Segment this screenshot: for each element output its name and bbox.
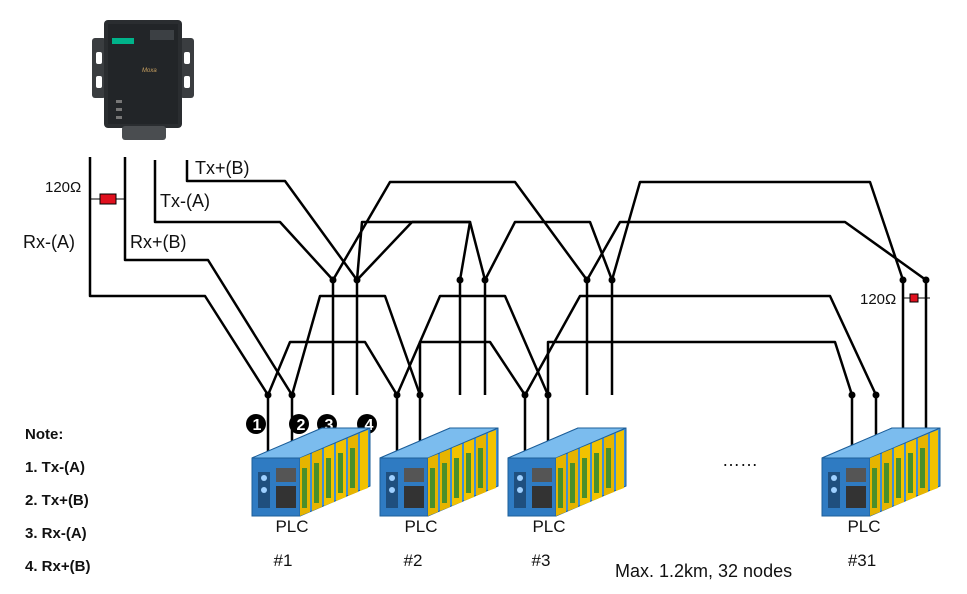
plc-label-2: PLC (404, 517, 437, 536)
junction-dots (264, 276, 930, 399)
plc-label-1: PLC (275, 517, 308, 536)
plc-number-2: #2 (404, 551, 423, 570)
caption: Max. 1.2km, 32 nodes (615, 561, 792, 581)
note-item-4: 4. Rx+(B) (25, 558, 90, 575)
wire-tx-plus (185, 160, 359, 281)
label-resistor-start: 120Ω (45, 179, 81, 196)
resistor-start (90, 193, 125, 205)
pin-marker-1: 1 (253, 417, 262, 434)
plc-number-3: #3 (532, 551, 551, 570)
label-resistor-end: 120Ω (860, 291, 896, 308)
pin-marker-3: 3 (325, 417, 334, 434)
wire-tx-minus (153, 160, 334, 281)
note-item-2: 2. Tx+(B) (25, 492, 89, 509)
nodes-ellipsis: …… (722, 450, 758, 470)
note-item-3: 3. Rx-(A) (25, 525, 87, 542)
svg-text:Moxa: Moxa (142, 68, 157, 74)
wire-rx-plus (123, 157, 294, 396)
pin-marker-4: 4 (365, 417, 374, 434)
resistor-end (903, 293, 930, 303)
pin-marker-2: 2 (297, 417, 306, 434)
wiring (88, 157, 928, 460)
plc-image-1 (251, 427, 371, 517)
plc-number-1: #1 (274, 551, 293, 570)
label-rx-plus: Rx+(B) (130, 232, 187, 252)
device-server-image: Moxa (92, 20, 194, 140)
note-title: Note: (25, 426, 63, 443)
plc-number-31: #31 (848, 551, 876, 570)
label-tx-minus: Tx-(A) (160, 191, 210, 211)
plc-label-31: PLC (847, 517, 880, 536)
label-rx-minus: Rx-(A) (23, 232, 75, 252)
wire-rx-minus (88, 157, 270, 396)
plc-image-31 (821, 427, 941, 517)
plc-label-3: PLC (532, 517, 565, 536)
pin-markers: 1 2 3 4 (246, 414, 377, 434)
note-item-1: 1. Tx-(A) (25, 459, 85, 476)
label-tx-plus: Tx+(B) (195, 158, 250, 178)
